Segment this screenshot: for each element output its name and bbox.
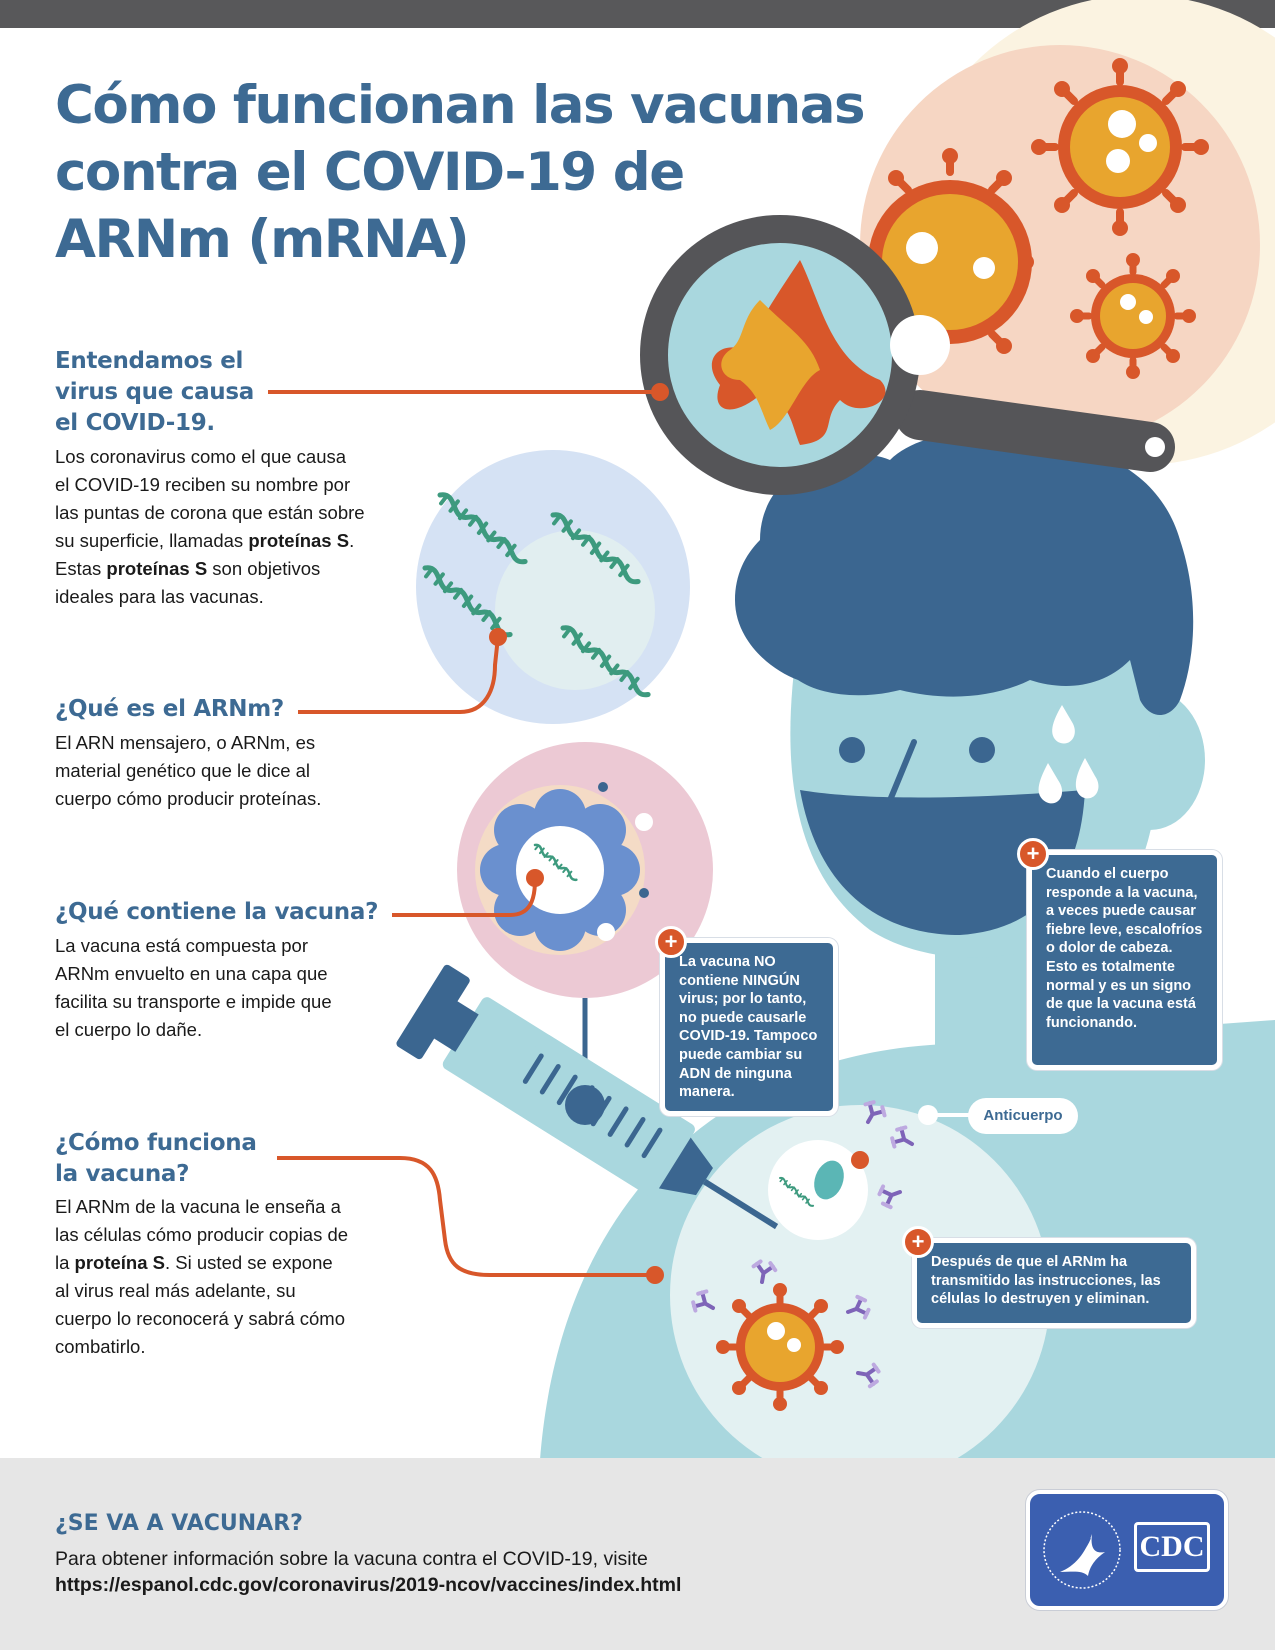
cell-icon [768, 1140, 869, 1240]
tear-drop-icon [1038, 763, 1063, 804]
magnifying-glass-icon [640, 215, 1175, 495]
hhs-eagle-icon [1043, 1511, 1121, 1589]
section-heading-virus: Entendamos el virus que causa el COVID-1… [55, 348, 254, 436]
cdc-logo-text: CDC [1134, 1522, 1210, 1572]
callout-cells: Después de que el ARNm ha transmitido la… [912, 1238, 1196, 1328]
section-heading-how-it-works: ¿Cómo funciona la vacuna? [55, 1130, 257, 1187]
coronavirus-icon [1070, 253, 1196, 379]
section-text-mrna: El ARN mensajero, o ARNm, es material ge… [55, 732, 322, 809]
section-text-virus: Los coronavirus como el que causa el COV… [55, 446, 365, 607]
coronavirus-icon [716, 1283, 844, 1411]
footer-text: Para obtener información sobre la vacuna… [55, 1548, 648, 1570]
plus-icon: + [655, 926, 687, 958]
connector-lines [268, 390, 660, 1277]
tear-drop-icon [1052, 705, 1075, 744]
callout-body-response: Cuando el cuerpo responde a la vacuna, a… [1027, 850, 1222, 1070]
section-text-how-it-works: El ARNm de la vacuna le enseña a las cél… [55, 1196, 349, 1357]
tear-drop-icon [1075, 758, 1099, 799]
footer-heading: ¿SE VA A VACUNAR? [55, 1511, 303, 1536]
lipid-nanoparticle-icon [475, 782, 653, 955]
antibody-label: Anticuerpo [968, 1098, 1078, 1134]
cell-circle [670, 1105, 1050, 1485]
plus-icon: + [902, 1226, 934, 1258]
section-heading-vaccine-contents: ¿Qué contiene la vacuna? [55, 899, 379, 925]
coronavirus-icon [1031, 58, 1209, 236]
section-text-vaccine-contents: La vacuna está compuesta por ARNm envuel… [55, 935, 332, 1040]
footer-url[interactable]: https://espanol.cdc.gov/coronavirus/2019… [55, 1574, 682, 1596]
section-heading-mrna: ¿Qué es el ARNm? [55, 696, 284, 722]
plus-icon: + [1017, 838, 1049, 870]
hhs-cdc-logo: CDC [1026, 1490, 1228, 1610]
callout-no-virus: La vacuna NO contiene NINGÚN virus; por … [660, 938, 838, 1116]
page-title: Cómo funcionan las vacunas contra el COV… [55, 75, 866, 270]
